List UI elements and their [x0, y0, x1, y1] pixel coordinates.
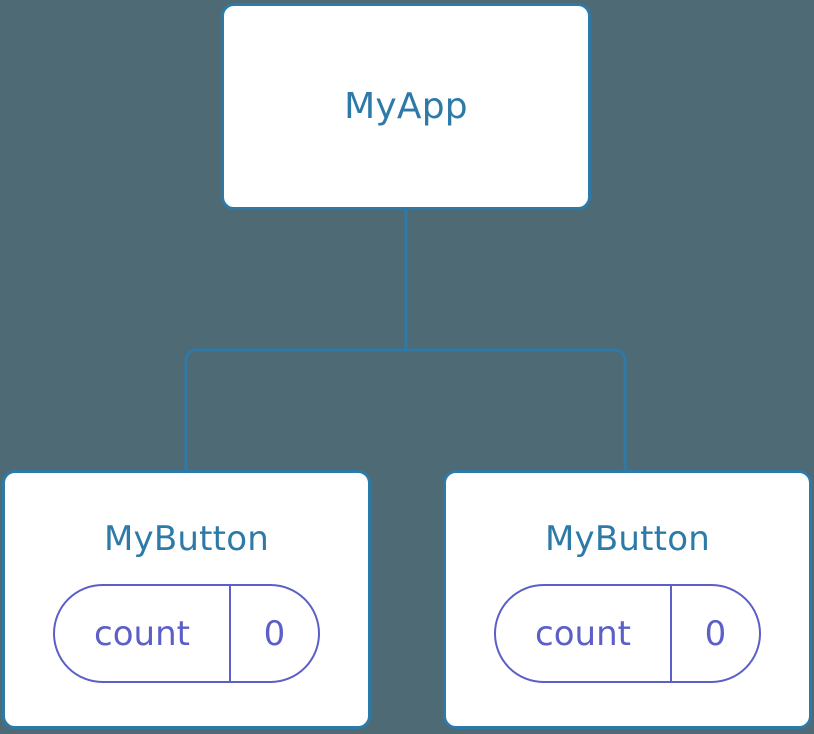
node-myapp[interactable]: MyApp — [221, 3, 591, 210]
node-mybutton-left[interactable]: MyButton count 0 — [2, 470, 371, 729]
state-key: count — [55, 586, 231, 681]
node-title: MyButton — [545, 519, 710, 559]
state-key-label: count — [94, 613, 190, 654]
node-title: MyButton — [104, 519, 269, 559]
state-value: 0 — [672, 586, 759, 681]
state-badge[interactable]: count 0 — [494, 584, 761, 683]
edge-branch-left — [184, 348, 406, 470]
state-value: 0 — [231, 586, 318, 681]
state-value-label: 0 — [704, 613, 727, 654]
state-key-label: count — [535, 613, 631, 654]
state-key: count — [496, 586, 672, 681]
state-value-label: 0 — [263, 613, 286, 654]
edge-branch-right — [406, 348, 627, 470]
state-badge[interactable]: count 0 — [53, 584, 320, 683]
node-mybutton-right[interactable]: MyButton count 0 — [443, 470, 812, 729]
node-title: MyApp — [344, 85, 468, 127]
